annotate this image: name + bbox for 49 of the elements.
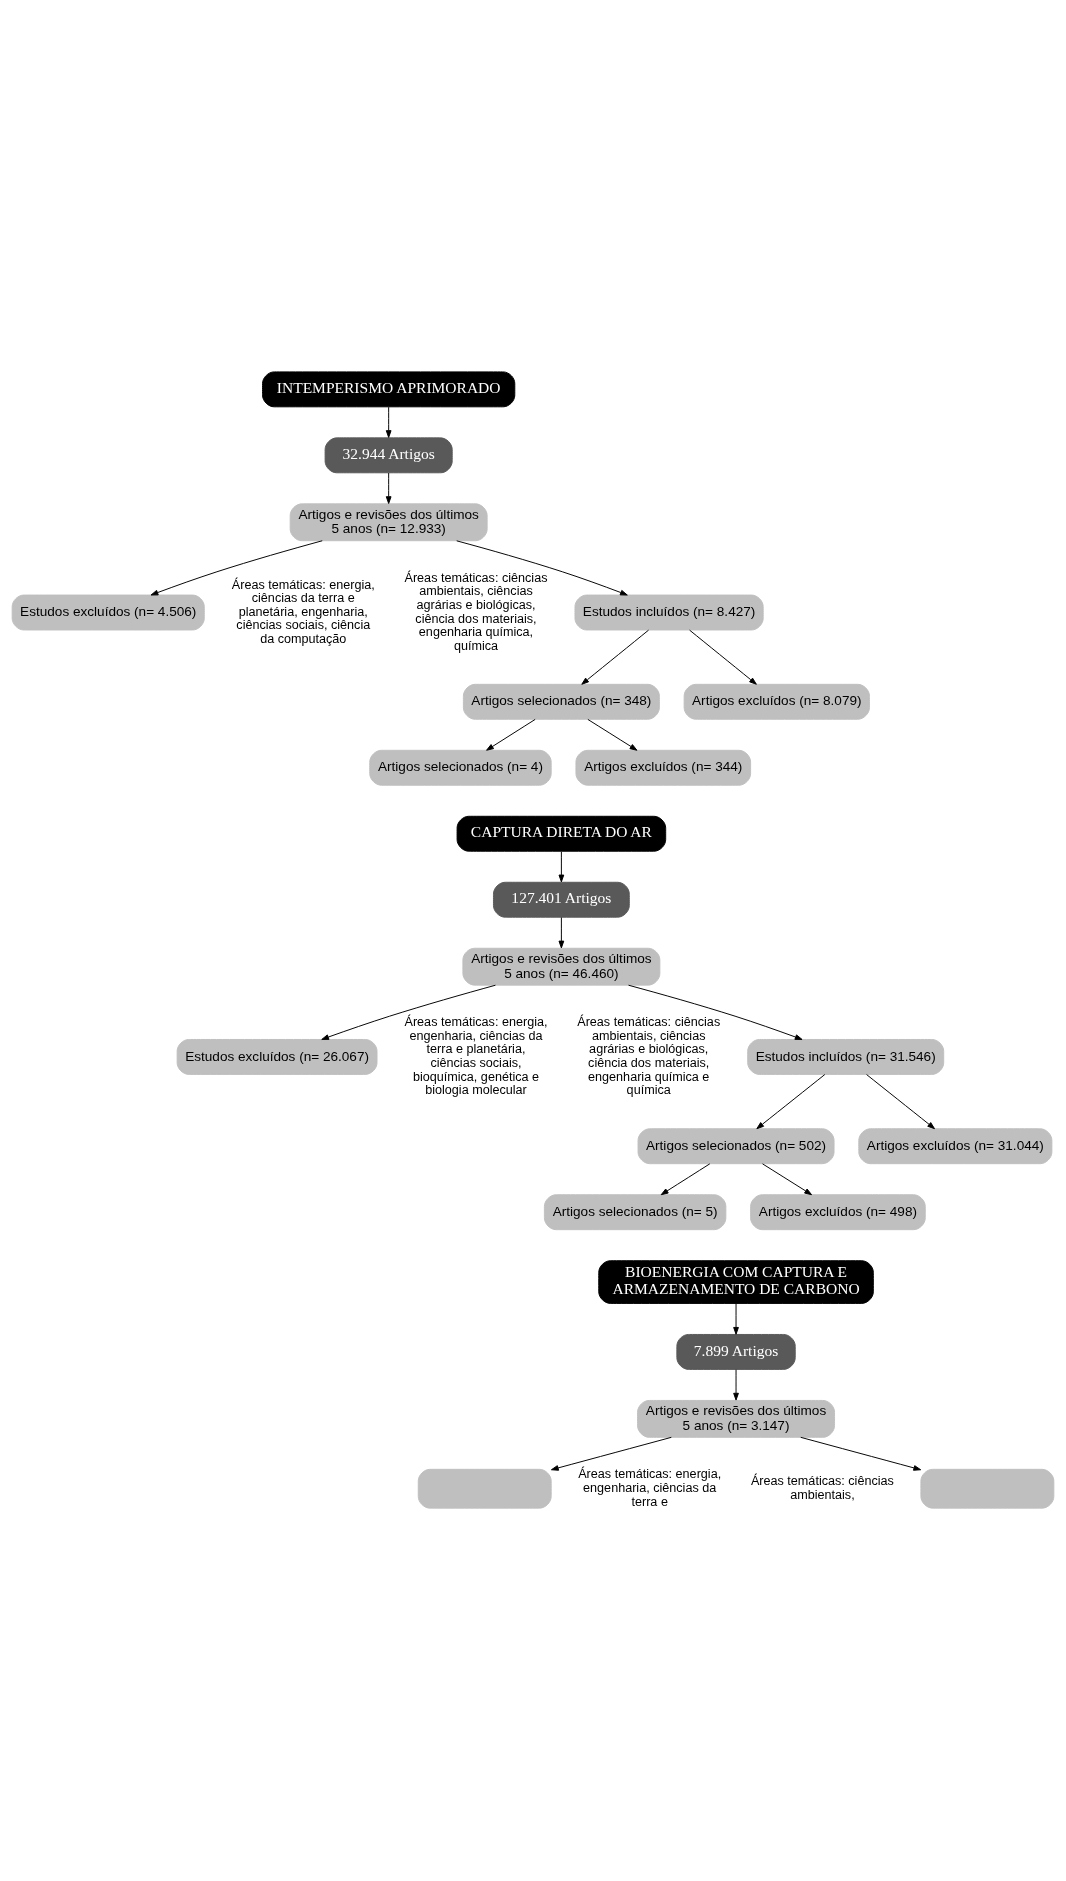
arrow [321, 984, 496, 1040]
arrow [550, 1436, 672, 1471]
node-box: Artigos excluídos (n= 31.044) [858, 1128, 1053, 1165]
node-label: Áreas temáticas: energia, ciências da terra e planetária, engenharia, ciências sociais, ciência da computação [231, 577, 375, 646]
arrow [628, 984, 803, 1040]
node-box [920, 1468, 1055, 1509]
arrow [866, 1074, 936, 1130]
arrow [800, 1436, 922, 1471]
arrow [558, 916, 565, 949]
arrow [660, 1163, 711, 1196]
node-box: Estudos excluídos (n= 4.506) [11, 594, 205, 631]
node-box: Artigos e revisões dos últimos 5 anos (n= 46.460) [462, 947, 661, 986]
node-box: 7.899 Artigos [676, 1333, 796, 1370]
node-box: Artigos selecionados (n= 4) [369, 749, 552, 786]
arrow [756, 1074, 826, 1130]
node-box: 32.944 Artigos [324, 437, 453, 474]
arrow [385, 472, 392, 504]
node-box: CAPTURA DIRETA DO AR [456, 815, 667, 852]
node-label: Áreas temáticas: energia, engenharia, ciências da terra e planetária, ciências sociais, bioquímica, genética e biologia molecular [404, 1015, 548, 1098]
arrow [689, 629, 757, 685]
arrow [581, 629, 650, 685]
arrow [150, 540, 323, 596]
arrow [558, 851, 565, 883]
node-label: Áreas temáticas: ciências ambientais, [750, 1474, 894, 1502]
node-box: 127.401 Artigos [492, 881, 630, 918]
node-box: Estudos incluídos (n= 8.427) [574, 594, 764, 631]
node-box: Artigos excluídos (n= 8.079) [683, 683, 870, 720]
node-box: Artigos selecionados (n= 5) [543, 1194, 727, 1231]
arrow [486, 718, 536, 751]
node-box: BIOENERGIA COM CAPTURA E ARMAZENAMENTO DE CARBONO [598, 1260, 874, 1304]
node-box: Artigos selecionados (n= 502) [637, 1128, 835, 1165]
arrow [456, 540, 628, 596]
arrow [762, 1163, 813, 1196]
node-box: Artigos e revisões dos últimos 5 anos (n= 12.933) [289, 503, 488, 542]
node-box: Artigos selecionados (n= 348) [462, 683, 660, 720]
arrow [733, 1302, 739, 1335]
node-box [417, 1468, 552, 1509]
arrow [385, 406, 392, 438]
arrow [587, 718, 638, 751]
node-box: Artigos e revisões dos últimos 5 anos (n= 3.147) [637, 1399, 835, 1438]
node-label: Áreas temáticas: ciências ambientais, ciências agrárias e biológicas, ciência dos materiais, engenharia química e química [577, 1015, 721, 1098]
node-box: Estudos excluídos (n= 26.067) [176, 1039, 378, 1075]
node-box: INTEMPERISMO APRIMORADO [262, 371, 516, 408]
node-box: Estudos incluídos (n= 31.546) [747, 1039, 945, 1075]
node-box: Artigos excluídos (n= 344) [575, 749, 752, 786]
node-label: Áreas temáticas: ciências ambientais, ciências agrárias e biológicas, ciência dos materiais, engenharia química, química [404, 570, 548, 653]
arrow [733, 1369, 739, 1401]
node-box: Artigos excluídos (n= 498) [750, 1194, 926, 1231]
node-label: Áreas temáticas: energia, engenharia, ciências da terra e [578, 1467, 722, 1509]
